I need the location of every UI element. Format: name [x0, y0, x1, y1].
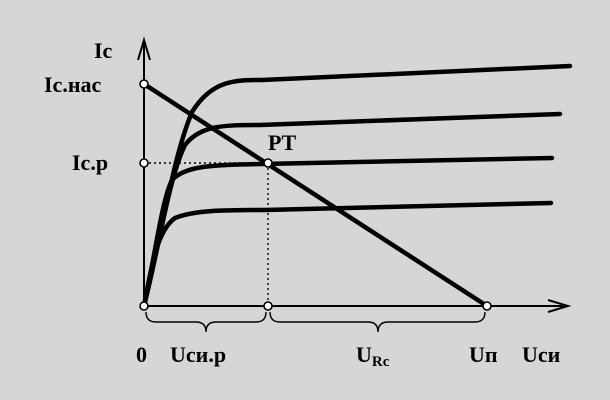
ic-sat-point — [139, 79, 149, 89]
operating-point-label: PT — [268, 130, 296, 155]
urc-label-main: U — [356, 342, 372, 367]
uds-op-point — [263, 301, 273, 311]
ic-sat-label: Ic.нас — [44, 72, 102, 97]
origin-point — [139, 301, 149, 311]
projection-lines — [144, 162, 269, 306]
output-characteristic-curves — [141, 63, 573, 309]
y-axis-label: Ic — [94, 38, 113, 63]
load-line — [141, 81, 490, 309]
characteristic-curve-1 — [141, 63, 573, 309]
ic-op-label: Ic.p — [72, 150, 108, 175]
origin-label: 0 — [136, 342, 147, 367]
marker-points — [139, 79, 492, 311]
supply-voltage-point — [482, 301, 492, 311]
braces — [145, 311, 486, 333]
urc-label: URc — [356, 342, 390, 370]
x-axis-arrow — [547, 299, 572, 313]
x-axis-label: Uси — [522, 342, 561, 367]
supply-voltage-label: Uп — [469, 342, 498, 367]
ic-op-point — [139, 158, 149, 168]
urc-label-sub: Rc — [372, 354, 390, 370]
operating-point-marker — [263, 158, 273, 168]
uds-op-label: Uси.р — [170, 342, 226, 367]
axes — [137, 36, 572, 313]
y-axis-arrow — [137, 36, 151, 61]
urc-brace — [269, 311, 486, 333]
characteristic-curve-4 — [141, 200, 554, 309]
characteristic-curve-3 — [141, 155, 555, 309]
uds-op-brace — [145, 311, 267, 333]
